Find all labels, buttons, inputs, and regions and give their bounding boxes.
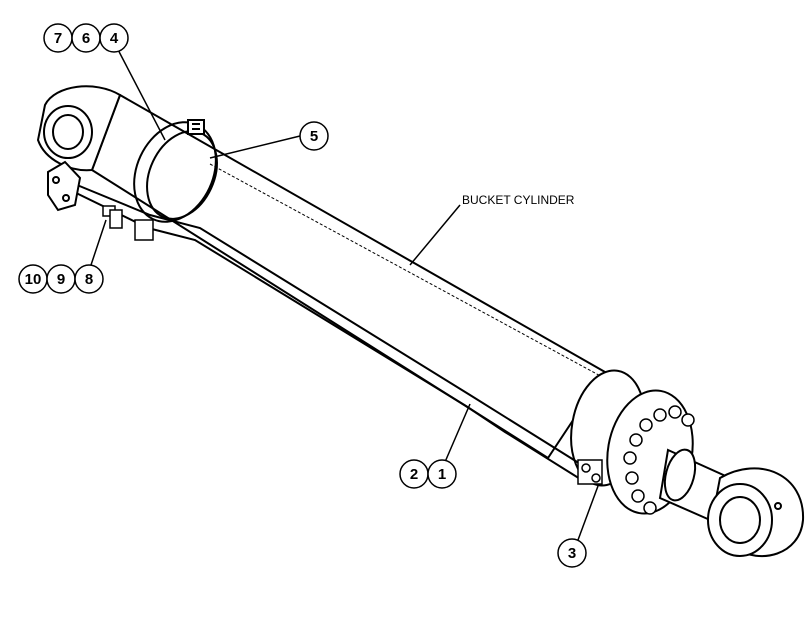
svg-text:3: 3: [568, 545, 576, 562]
bucket-cylinder-label: BUCKET CYLINDER: [462, 193, 575, 207]
callout-1: 1: [427, 459, 457, 489]
svg-text:2: 2: [410, 466, 418, 483]
svg-text:10: 10: [25, 271, 42, 288]
rear-clevis: [36, 85, 122, 172]
svg-text:5: 5: [310, 128, 318, 145]
callout-5: 5: [299, 121, 329, 151]
cylinder-barrel: [91, 94, 631, 459]
clamp-ring: [133, 119, 218, 223]
callout-2: 2: [399, 459, 429, 489]
rod-eye: [707, 467, 805, 557]
rear-fitting: [47, 160, 82, 212]
rear-tube-clamps: [102, 205, 154, 241]
callout-9: 9: [46, 264, 76, 294]
callout-8: 8: [74, 264, 104, 294]
callout-6: 6: [71, 23, 101, 53]
leader-lines: [89, 41, 599, 541]
callout-4: 4: [99, 23, 129, 53]
svg-text:6: 6: [82, 30, 90, 47]
callout-3: 3: [557, 538, 587, 568]
cap-bolts: [623, 405, 695, 515]
front-tube-clamp: [577, 459, 603, 485]
svg-text:9: 9: [57, 271, 65, 288]
svg-text:7: 7: [54, 30, 62, 47]
svg-text:1: 1: [438, 466, 446, 483]
callout-10: 10: [18, 264, 48, 294]
svg-text:8: 8: [85, 271, 93, 288]
callout-7: 7: [43, 23, 73, 53]
svg-text:4: 4: [110, 30, 119, 47]
